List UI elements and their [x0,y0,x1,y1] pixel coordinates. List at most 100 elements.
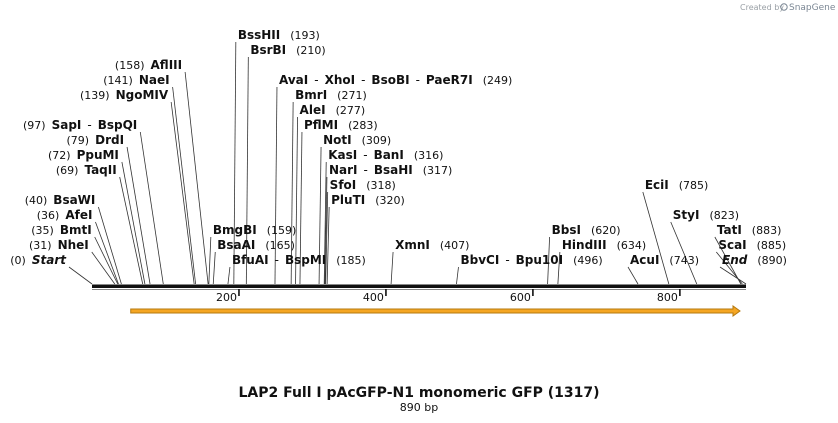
leader-line-noti [318,146,322,285]
site-bfuai-bspmi[interactable]: BfuAI-BspMI(185) [232,253,366,267]
site-bmri[interactable]: BmrI (271) [295,88,367,102]
site-bsshii[interactable]: BssHII (193) [238,28,320,42]
site-name-bsrbi: BsrBI [250,43,286,57]
site-acui[interactable]: AcuI(743) [630,253,699,267]
leader-line-sapi-bspqi [139,131,164,285]
site-ppumi[interactable]: (72)PpuMI [48,148,119,162]
leader-line-bmti [94,236,119,285]
leader-line-taqii [119,176,144,285]
site-tati[interactable]: TatI(883) [717,223,782,237]
leader-line-afliii [184,71,209,285]
site-styi[interactable]: StyI(823) [673,208,739,222]
leader-line-bfuai-bspmi [227,266,231,285]
site-pos-scai: (885) [757,239,787,252]
site-start[interactable]: (0) Start [10,253,67,267]
site-pos-taqii: (69) [56,164,79,177]
site-labels[interactable]: (0) Start(31)NheI(35)BmtI(36)AfeI(40) BsaW… [10,28,787,267]
site-afliii[interactable]: (158)AflIII [115,58,182,72]
site-nari-bsahi[interactable]: NarI-BsaHI(317) [329,163,452,177]
leader-line-nari-bsahi [324,176,328,285]
site-drdi[interactable]: (79)DrdI [67,133,125,147]
site-pos-naei: (141) [103,74,133,87]
site-name-bmgbi: BmgBI [213,223,257,237]
feature-track[interactable] [130,305,741,317]
site-name-acui: AcuI [630,253,659,267]
site-name-end: End [722,253,748,267]
site-xmni[interactable]: XmnI(407) [395,238,469,252]
site-pos-sapi-bspqi: (97) [23,119,46,132]
site-bbsi[interactable]: BbsI(620) [552,223,621,237]
site-bbvci-bpu10i[interactable]: BbvCI-Bpu10I(496) [460,253,602,267]
leader-line-pluti [326,206,330,285]
site-pos-hindiii: (634) [617,239,647,252]
site-name-ngomiv: NgoMIV [116,88,169,102]
site-end[interactable]: End(890) [722,253,787,267]
site-sfoi[interactable]: SfoI(318) [330,178,396,192]
leader-line-nhei [91,251,116,285]
site-bmgbi[interactable]: BmgBI(159) [213,223,296,237]
site-pos-ngomiv: (139) [80,89,110,102]
feature-arrow-0[interactable] [130,305,741,317]
site-bsrbi[interactable]: BsrBI(210) [250,43,325,57]
site-name-bsshii: BssHII [238,28,280,42]
site-pos-pluti: (320) [375,194,405,207]
map-subtitle: 890 bp [400,401,438,414]
leader-line-kasi-bani [323,161,327,285]
site-pflmi[interactable]: PflMI(283) [304,118,378,132]
leader-line-bbvci-bpu10i [456,266,459,285]
site-kasi-bani[interactable]: KasI-BanI(316) [328,148,443,162]
site-pos-bbvci-bpu10i: (496) [573,254,603,267]
site-afei[interactable]: (36)AfeI [37,208,93,222]
site-leader-lines [68,41,747,285]
leader-line-styi [670,221,698,285]
site-nhei[interactable]: (31)NheI [29,238,89,252]
site-name-alei: AleI [300,103,326,117]
site-scai[interactable]: ScaI (885) [718,238,786,252]
site-name-hindiii: HindIII [562,238,607,252]
site-sapi-bspqi[interactable]: (97)SapI-BspQI [23,118,137,132]
site-avai-xhoi-bsobi-paer7i[interactable]: AvaI-XhoI-BsoBI-PaeR7I(249) [279,73,512,87]
leader-line-bsshii [233,41,237,285]
site-pos-start: (0) [10,254,26,267]
site-ecii[interactable]: EciI(785) [645,178,708,192]
site-dash-avai-xhoi-bsobi-paer7i: - [361,73,365,87]
site-name-bsawi: BsaWI [53,193,95,207]
site-noti[interactable]: NotI (309) [323,133,391,147]
site-bsaai[interactable]: BsaAI(165) [217,238,295,252]
site-bmti[interactable]: (35)BmtI [31,223,91,237]
site-pos-bmri: (271) [337,89,367,102]
site-name-styi: StyI [673,208,700,222]
site-alei[interactable]: AleI(277) [300,103,366,117]
site-pos-bsshii: (193) [290,29,320,42]
snapgene-credit: Created by SnapGene [740,3,836,13]
site-bsawi[interactable]: (40) BsaWI [25,193,96,207]
site-naei[interactable]: (141)NaeI [103,73,169,87]
site-pluti[interactable]: PluTI(320) [331,193,405,207]
site-name-bsahi: BsaHI [374,163,413,177]
site-dash-sapi-bspqi: - [87,118,91,132]
site-dash-avai-xhoi-bsobi-paer7i: - [314,73,318,87]
site-ngomiv[interactable]: (139) NgoMIV [80,88,169,102]
site-dash-nari-bsahi: - [363,163,367,177]
site-name-start: Start [32,253,67,267]
site-name-sapi-bspqi: BspQI [98,118,138,132]
site-pos-bsawi: (40) [25,194,48,207]
site-name-bmri: BmrI [295,88,327,102]
site-pos-noti: (309) [362,134,392,147]
site-name-ppumi: PpuMI [77,148,119,162]
site-name-xhoi: XhoI [325,73,356,87]
site-name-noti: NotI [323,133,352,147]
site-taqii[interactable]: (69)TaqII [56,163,117,177]
credit-prefix: Created by [740,3,784,12]
leader-line-afei [95,221,119,285]
map-title: LAP2 Full I pAcGFP-N1 monomeric GFP (131… [238,385,599,401]
site-pos-drdi: (79) [67,134,90,147]
site-hindiii[interactable]: HindIII (634) [562,238,646,252]
leader-line-acui [627,266,639,285]
leader-line-bmri [290,101,294,285]
site-name-scai: ScaI [718,238,746,252]
leader-line-drdi [126,146,151,285]
site-pos-bmti: (35) [31,224,54,237]
